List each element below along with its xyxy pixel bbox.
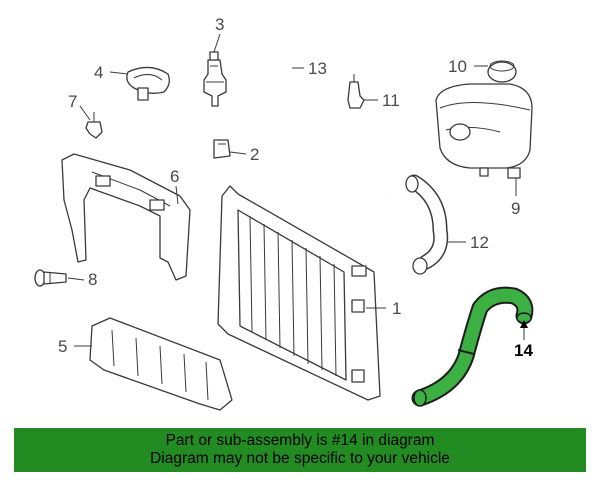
part-7-bolt[interactable] xyxy=(85,112,103,139)
info-banner: Part or sub-assembly is #14 in diagram D… xyxy=(14,428,586,472)
callout-8: 8 xyxy=(88,270,97,289)
leader-14-arrow xyxy=(520,320,528,328)
parts-diagram: 3 4 7 2 13 11 10 xyxy=(34,15,534,411)
callout-13: 13 xyxy=(308,59,327,78)
callout-12: 12 xyxy=(470,233,489,252)
callout-5: 5 xyxy=(58,337,67,356)
part-12-upper-hose[interactable] xyxy=(405,174,449,275)
leader-3 xyxy=(213,33,221,53)
part-14-lower-hose[interactable] xyxy=(411,286,534,407)
part-1-radiator[interactable] xyxy=(217,185,381,401)
part-9-expansion-tank[interactable] xyxy=(435,83,533,179)
callout-2: 2 xyxy=(250,145,259,164)
callout-10: 10 xyxy=(448,57,467,76)
banner-line-2: Diagram may not be specific to your vehi… xyxy=(150,450,450,467)
part-6-support-bracket[interactable] xyxy=(61,153,191,281)
leader-6 xyxy=(175,185,179,205)
leader-4 xyxy=(109,71,129,75)
part-4-cap[interactable] xyxy=(126,66,170,101)
part-11-sensor[interactable] xyxy=(347,74,365,109)
part-2-clip[interactable] xyxy=(213,139,231,159)
leader-8 xyxy=(67,277,85,281)
callout-7: 7 xyxy=(68,92,77,111)
callout-4: 4 xyxy=(94,63,103,82)
callout-1: 1 xyxy=(392,299,401,318)
part-13-vent-hose[interactable] xyxy=(256,66,390,207)
banner-line-1: Part or sub-assembly is #14 in diagram xyxy=(165,432,435,449)
callout-3: 3 xyxy=(215,15,224,34)
part-8-push-pin[interactable] xyxy=(34,269,67,287)
leader-2 xyxy=(229,151,247,155)
callout-9: 9 xyxy=(511,199,520,218)
part-10-cap[interactable] xyxy=(487,60,517,83)
callout-14: 14 xyxy=(514,341,533,360)
part-3-sensor[interactable] xyxy=(203,51,227,107)
part-5-air-deflector[interactable] xyxy=(89,317,233,411)
leader-7 xyxy=(79,105,91,121)
callout-11: 11 xyxy=(382,91,400,110)
callout-6: 6 xyxy=(170,167,179,186)
